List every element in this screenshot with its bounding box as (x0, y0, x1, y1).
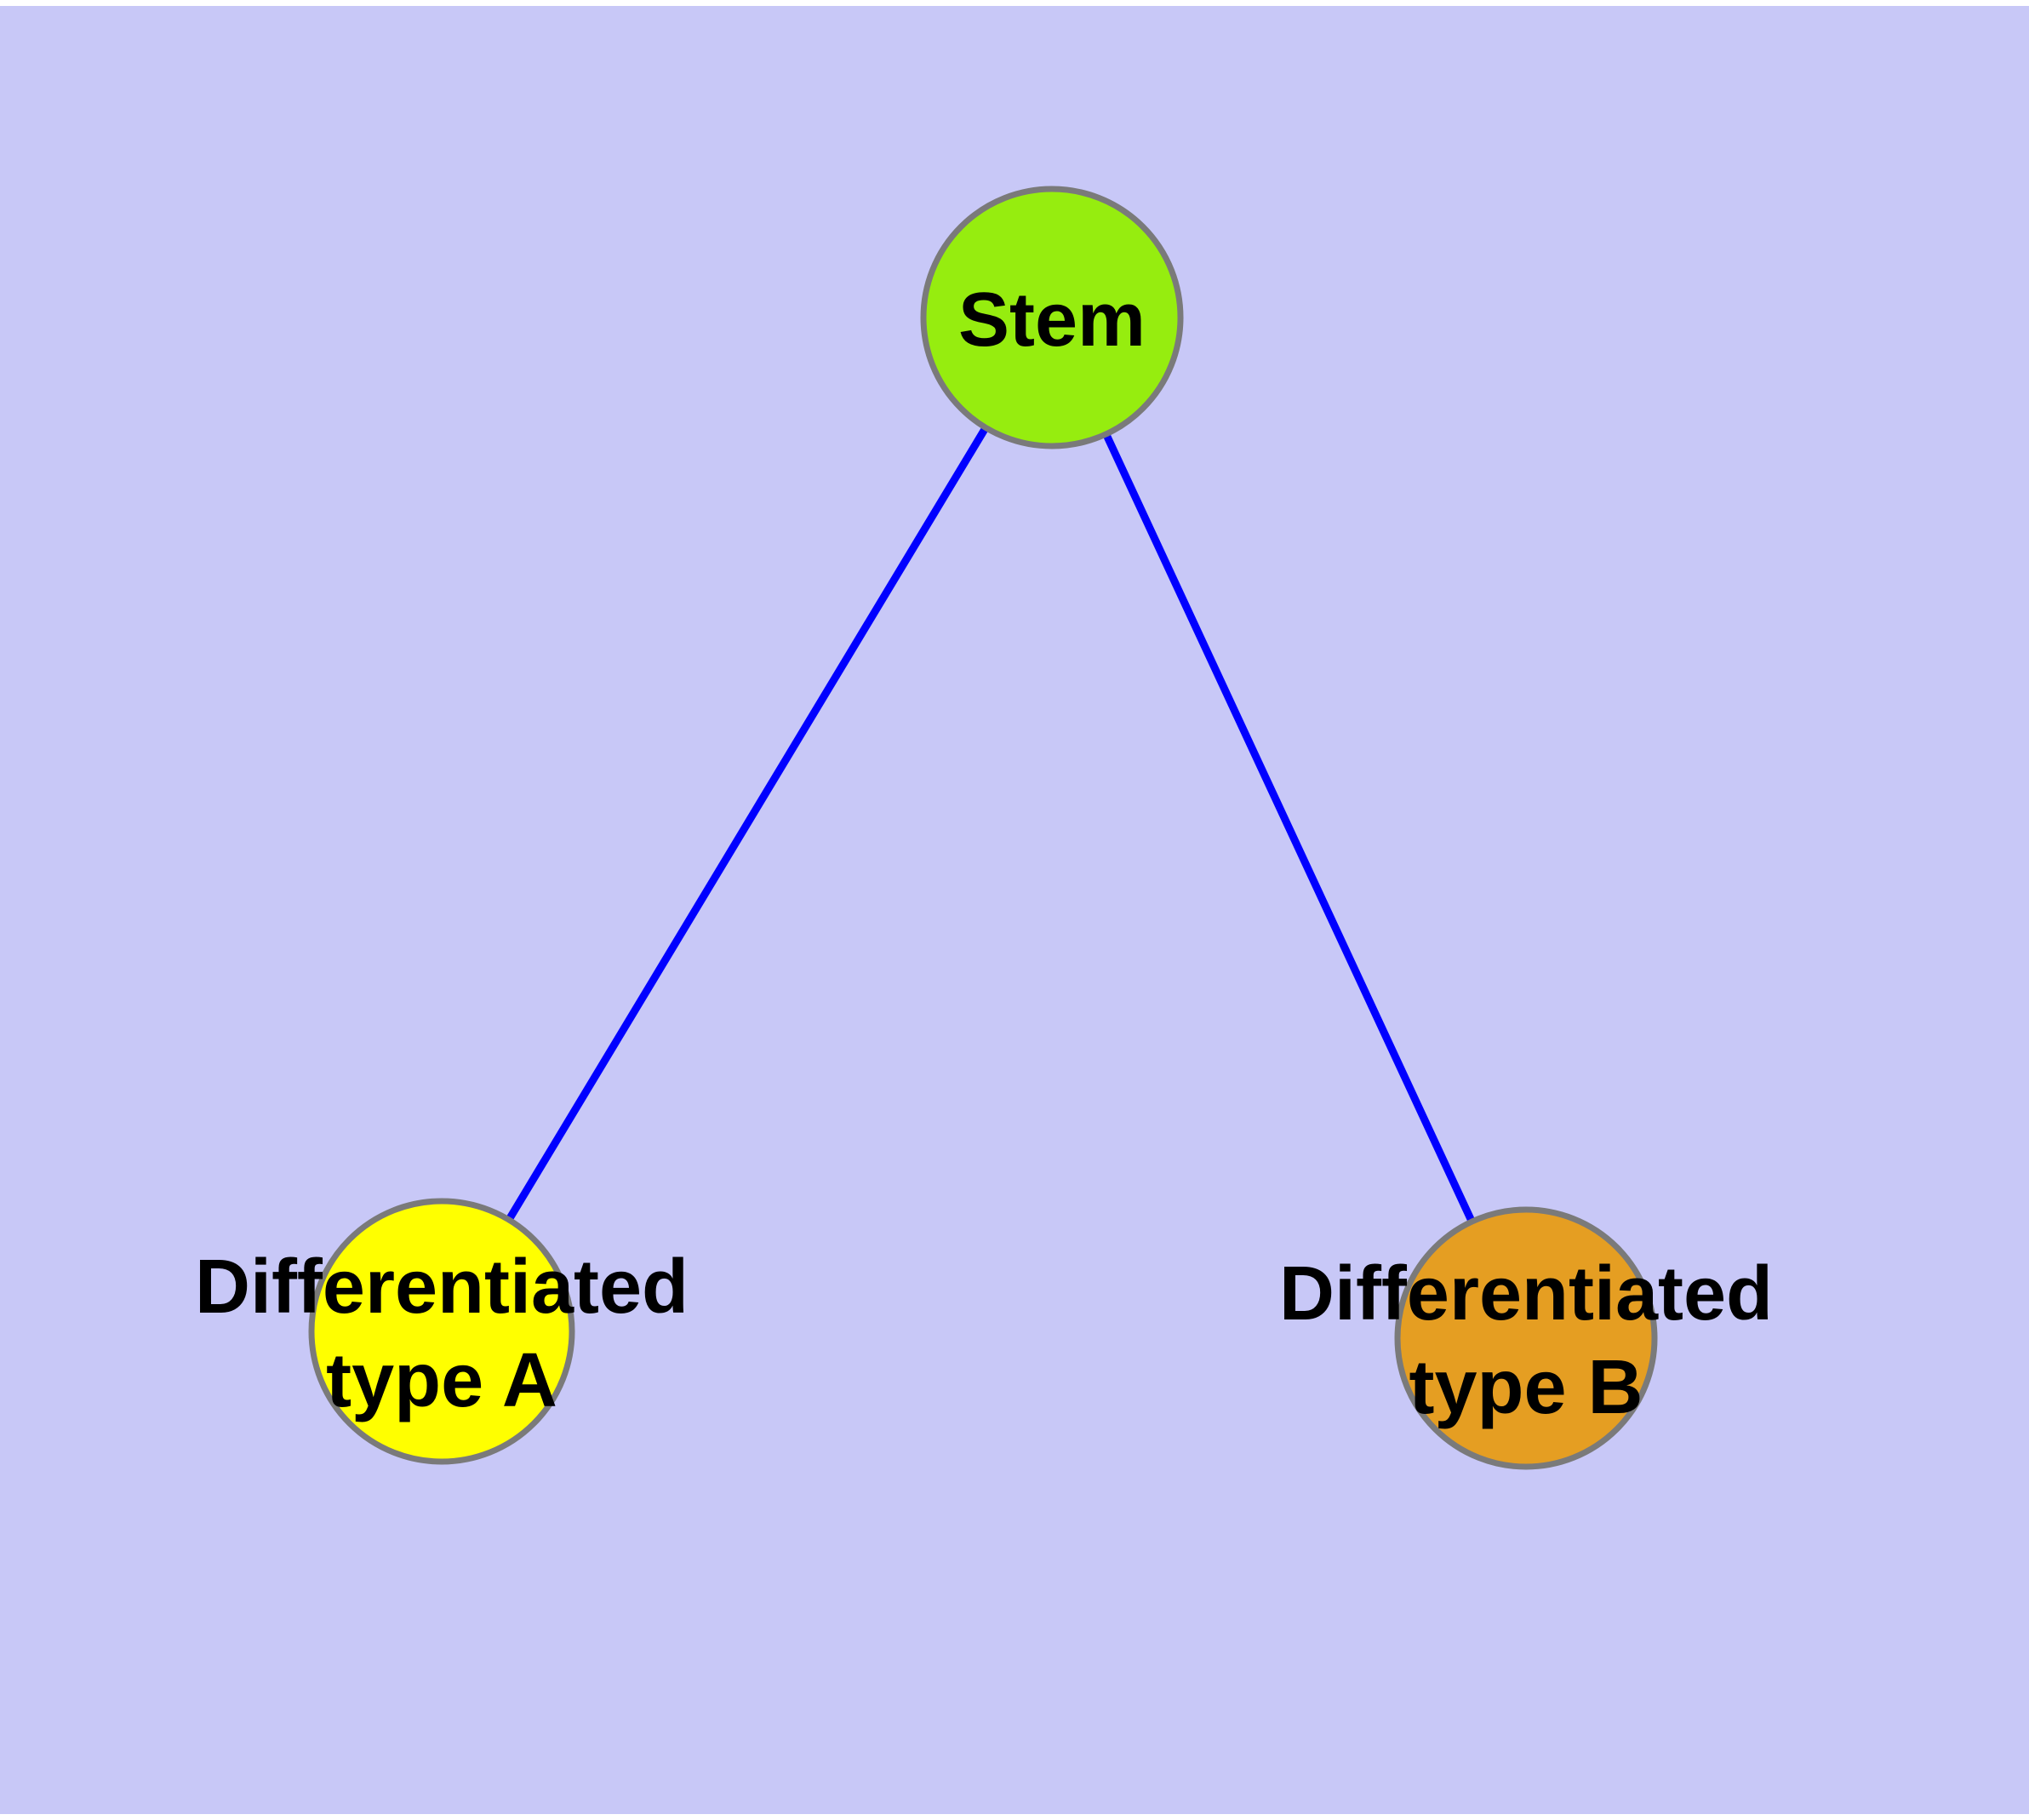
edge-stem-to-differentiated-type-b (1048, 316, 1530, 1340)
node-label-line: type B (1409, 1345, 1643, 1430)
edge-stem-to-differentiated-type-a (438, 315, 1055, 1334)
node-circle-differentiated-type-a (308, 1198, 575, 1465)
node-label-stem: Stem (958, 278, 1146, 363)
node-circle-differentiated-type-b (1394, 1206, 1658, 1470)
node-label-line: Differentiated (1279, 1251, 1773, 1336)
node-circle-stem (920, 186, 1184, 449)
node-label-line: type A (326, 1338, 557, 1423)
node-label-line: Differentiated (195, 1245, 689, 1330)
node-label-line: Stem (958, 278, 1146, 363)
node-label-differentiated-type-b: Differentiated type B (1279, 1251, 1773, 1430)
edges-layer (438, 315, 1530, 1340)
nodes-layer (308, 186, 1658, 1470)
